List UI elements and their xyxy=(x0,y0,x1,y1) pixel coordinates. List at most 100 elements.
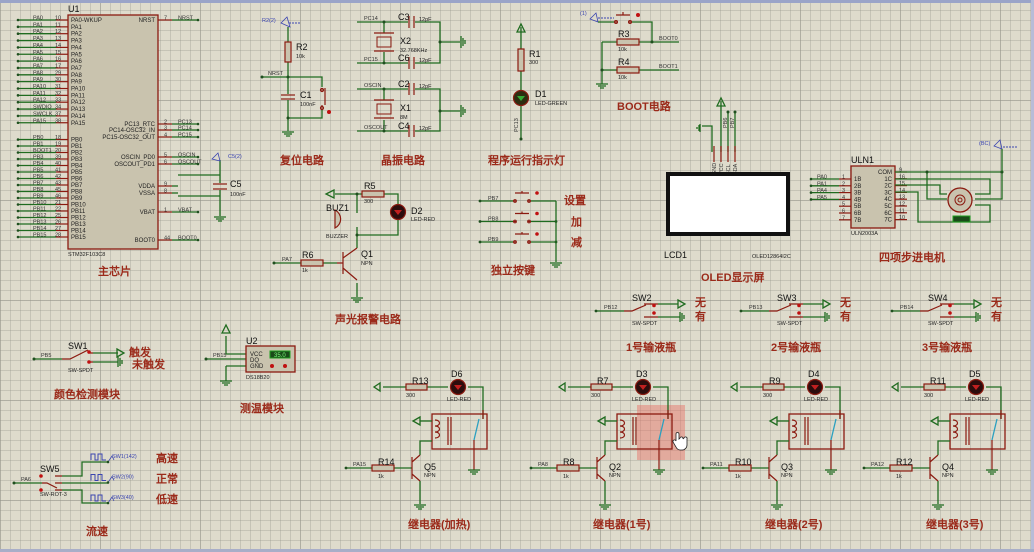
led-resistor[interactable] xyxy=(405,383,428,391)
c6-value: 12pF xyxy=(419,58,432,64)
led-resistor[interactable] xyxy=(762,383,785,391)
npn-transistor[interactable] xyxy=(596,454,606,482)
u1-pin-name: PA9 xyxy=(71,80,83,86)
c2-ref: C2 xyxy=(398,79,410,89)
npn-transistor[interactable] xyxy=(411,454,421,482)
flow-circuit: SW5 SW-ROT-3 PA6 SW1(142)高速SW2(90)正常SW3(… xyxy=(12,451,178,538)
sw1-switch[interactable] xyxy=(62,344,97,368)
switch-ref: SW4 xyxy=(928,293,948,303)
flow-speed-label: 高速 xyxy=(156,451,178,465)
u1-pin-number: 12 xyxy=(55,29,61,35)
oled-screen[interactable] xyxy=(666,172,790,236)
r1-resistor[interactable] xyxy=(517,48,525,72)
vertical-scrollbar[interactable] xyxy=(1031,0,1034,552)
led-resistor[interactable] xyxy=(590,383,613,391)
u1-net-label: VBAT xyxy=(178,208,193,214)
u1-net-label: PA5 xyxy=(33,50,43,56)
r3-resistor[interactable] xyxy=(616,38,640,46)
uln-pin-number: 16 xyxy=(899,174,905,180)
r6-resistor[interactable] xyxy=(300,259,324,267)
transistor-ref: Q4 xyxy=(942,462,954,472)
u1-pin-name: PB11 xyxy=(71,209,86,215)
led-resistor-value: 300 xyxy=(591,393,600,399)
npn-transistor[interactable] xyxy=(929,454,939,482)
buzzer[interactable] xyxy=(334,209,342,229)
npn-transistor[interactable] xyxy=(768,454,778,482)
r3-value: 10k xyxy=(618,47,627,53)
c3-ref: C3 xyxy=(398,12,410,22)
relay-net: PA15 xyxy=(353,462,366,468)
temp-display xyxy=(269,350,291,359)
uln-pin-name: 5B xyxy=(854,204,861,210)
relay[interactable] xyxy=(949,413,1006,450)
u1-pin-name: PB15 xyxy=(71,235,86,241)
relay[interactable] xyxy=(788,413,845,450)
d2-value: LED-RED xyxy=(411,217,435,223)
temp-up-button[interactable] xyxy=(283,364,287,368)
u1-pin-number: 43 xyxy=(55,181,61,187)
uln2003-body[interactable] xyxy=(850,165,896,229)
key-button[interactable] xyxy=(535,191,539,195)
u1-pin-number: 29 xyxy=(55,70,61,76)
u1-pin-name: VBAT xyxy=(140,210,156,216)
transistor-ref: Q2 xyxy=(609,462,621,472)
base-resistor[interactable] xyxy=(889,464,913,472)
sw1-part: SW-SPDT xyxy=(68,368,94,374)
u1-pin-name: PB0 xyxy=(71,138,83,144)
uln-pin-number: 9 xyxy=(899,168,902,174)
u1-pin-number: 25 xyxy=(55,213,61,219)
uln-pin-number: 15 xyxy=(899,181,905,187)
uln-pin-name: 4B xyxy=(854,197,861,203)
stepper-title: 四项步进电机 xyxy=(879,250,945,264)
base-resistor[interactable] xyxy=(728,464,752,472)
led-resistor[interactable] xyxy=(923,383,946,391)
boot-circuit: (1) R3 10k R4 10k BOOT0 BOOT1 BOOT电路 xyxy=(580,11,679,113)
u1-pin-name: PC14-OSC32_IN xyxy=(109,128,155,134)
uln-net-label: PA4 xyxy=(817,188,827,194)
r4-resistor[interactable] xyxy=(616,66,640,74)
r2-resistor[interactable] xyxy=(284,41,292,63)
base-resistor[interactable] xyxy=(371,464,395,472)
r5-resistor[interactable] xyxy=(361,190,385,198)
u1-net-label: PA7 xyxy=(33,63,43,69)
bottle-title: 2号输液瓶 xyxy=(771,340,821,354)
key-button[interactable] xyxy=(535,211,539,216)
base-resistor[interactable] xyxy=(556,464,580,472)
uln-pin-name: 6B xyxy=(854,211,861,217)
u1-pin-number: 42 xyxy=(55,174,61,180)
c5-capacitor[interactable]: C5(2) C5 100nF xyxy=(178,152,246,222)
transistor-ref: Q5 xyxy=(424,462,436,472)
ds18b20-body[interactable] xyxy=(245,345,296,373)
u1-net-label: PA4 xyxy=(33,43,43,49)
reset-circuit: R2(2) R2 10k NRST C1 100nF 复位电路 xyxy=(260,16,331,167)
boot-probe: (1) xyxy=(580,11,587,17)
u1-body[interactable] xyxy=(67,14,159,250)
led-resistor-value: 300 xyxy=(763,393,772,399)
power-arrow-icon xyxy=(715,96,727,107)
c1-ref: C1 xyxy=(300,90,312,100)
u2-pin-gnd: GND xyxy=(250,364,264,370)
sw5-rotary-switch[interactable] xyxy=(36,472,64,494)
stepper-motor[interactable] xyxy=(947,187,973,213)
power-arrow-icon xyxy=(929,415,939,427)
u1-net-label: PB12 xyxy=(33,213,46,219)
boot-button[interactable] xyxy=(636,13,640,17)
crystal-circuit: PC14 PC15 C3 C6 12pF 12pF X2 32.768KHz O… xyxy=(357,12,466,167)
relay[interactable] xyxy=(431,413,488,450)
reset-button[interactable] xyxy=(327,110,331,114)
u1-net-label: PA1 xyxy=(33,22,43,28)
power-arrow-icon xyxy=(372,381,381,393)
temp-down-button[interactable] xyxy=(270,364,274,368)
key-button[interactable] xyxy=(535,232,539,236)
u1-net-label: PB14 xyxy=(33,226,46,232)
switch-part: SW-SPDT xyxy=(928,321,954,327)
xtal-net-pc15: PC15 xyxy=(364,57,378,63)
relay[interactable] xyxy=(616,413,673,450)
u1-pin-name: PB3 xyxy=(71,157,83,163)
r3-ref: R3 xyxy=(618,29,630,39)
uln-net-label: PA5 xyxy=(817,195,827,201)
uln-net-label: PA1 xyxy=(817,181,827,187)
base-resistor-ref: R8 xyxy=(563,457,575,467)
